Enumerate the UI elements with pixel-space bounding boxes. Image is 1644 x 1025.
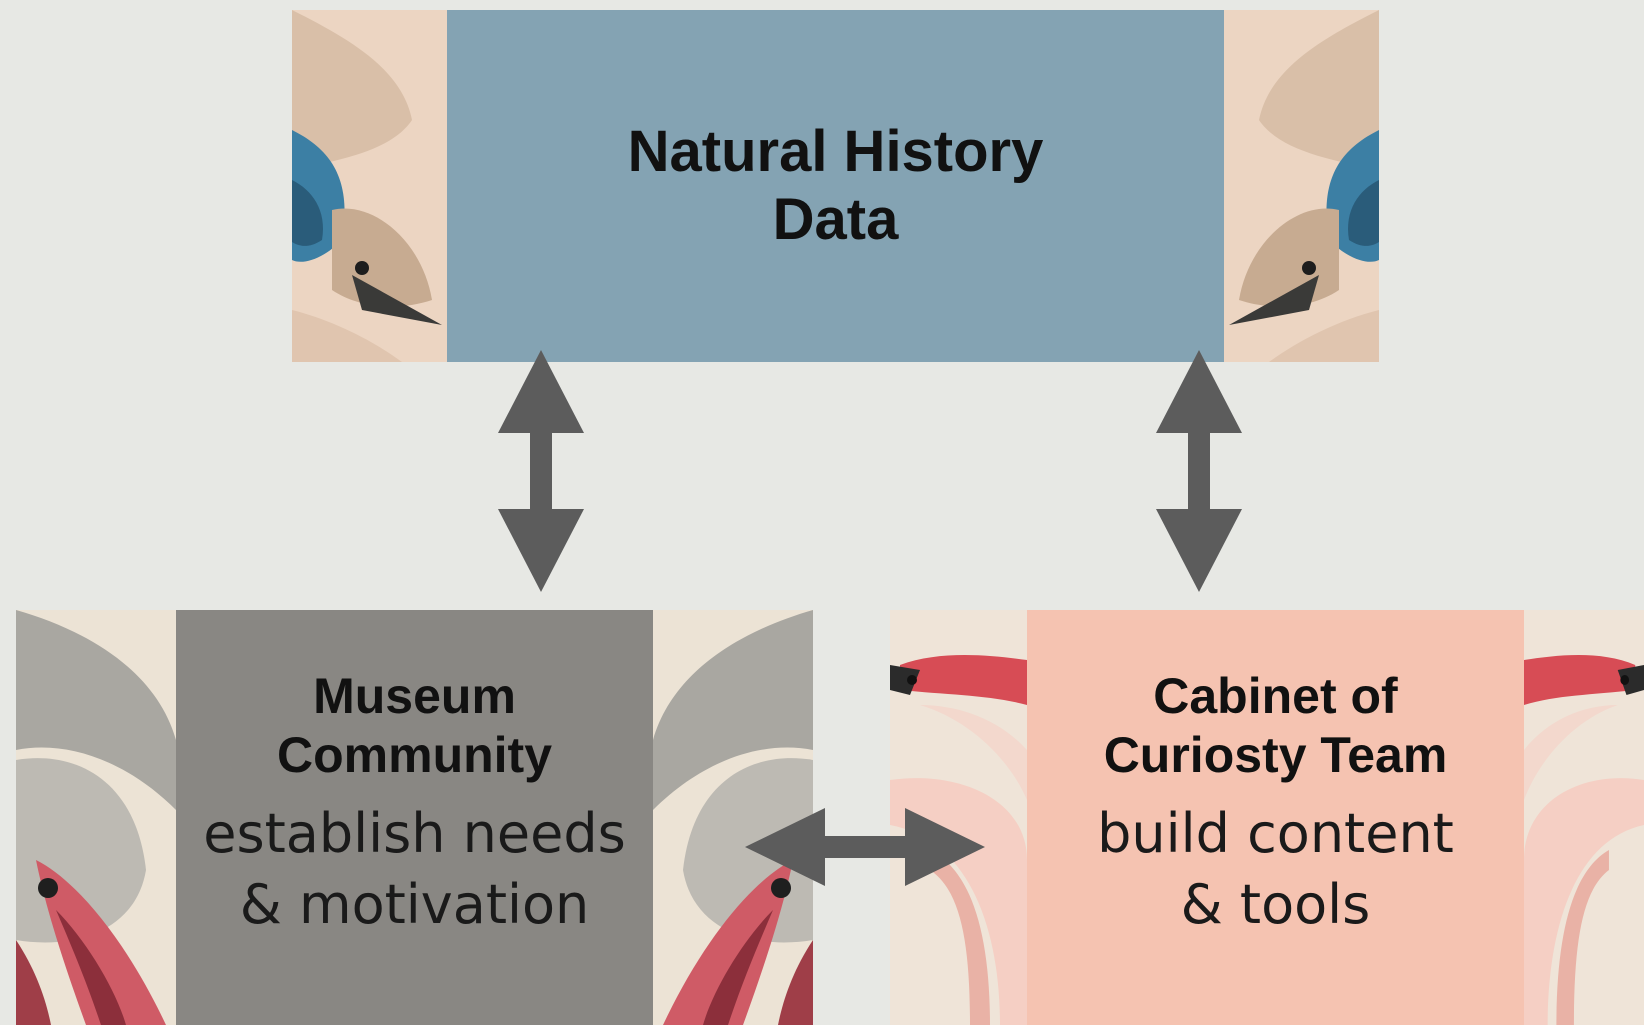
museum-community-sub-line1: establish needs [203, 802, 626, 866]
museum-community-title-line1: Museum [313, 668, 516, 725]
cabinet-team-node: Cabinet of Curiosty Team build content &… [890, 610, 1644, 1025]
cabinet-team-sub-line1: build content [1097, 802, 1454, 866]
cabinet-team-title-line2: Curiosty Team [1103, 727, 1448, 784]
museum-community-node: Museum Community establish needs & motiv… [16, 610, 813, 1025]
cabinet-team-sub-line2: & tools [1180, 872, 1371, 936]
arrow-natural-history-cabinet-team [1156, 350, 1242, 592]
natural-history-title-line1: Natural History [627, 118, 1044, 184]
heron-illustration-left [16, 610, 176, 1025]
museum-community-sub-line2: & motivation [239, 872, 590, 936]
bird-illustration-right [1224, 10, 1379, 362]
heron-illustration-right [653, 610, 813, 1025]
museum-community-title-line2: Community [277, 727, 552, 784]
bird-illustration-left [292, 10, 447, 362]
arrow-museum-community-cabinet-team [745, 808, 985, 886]
cabinet-team-title-line1: Cabinet of [1153, 668, 1398, 725]
flamingo-illustration-right [1524, 610, 1644, 1025]
natural-history-title-line2: Data [772, 187, 899, 252]
natural-history-data-node: Natural History Data [292, 10, 1379, 362]
arrow-natural-history-museum-community [498, 350, 584, 592]
